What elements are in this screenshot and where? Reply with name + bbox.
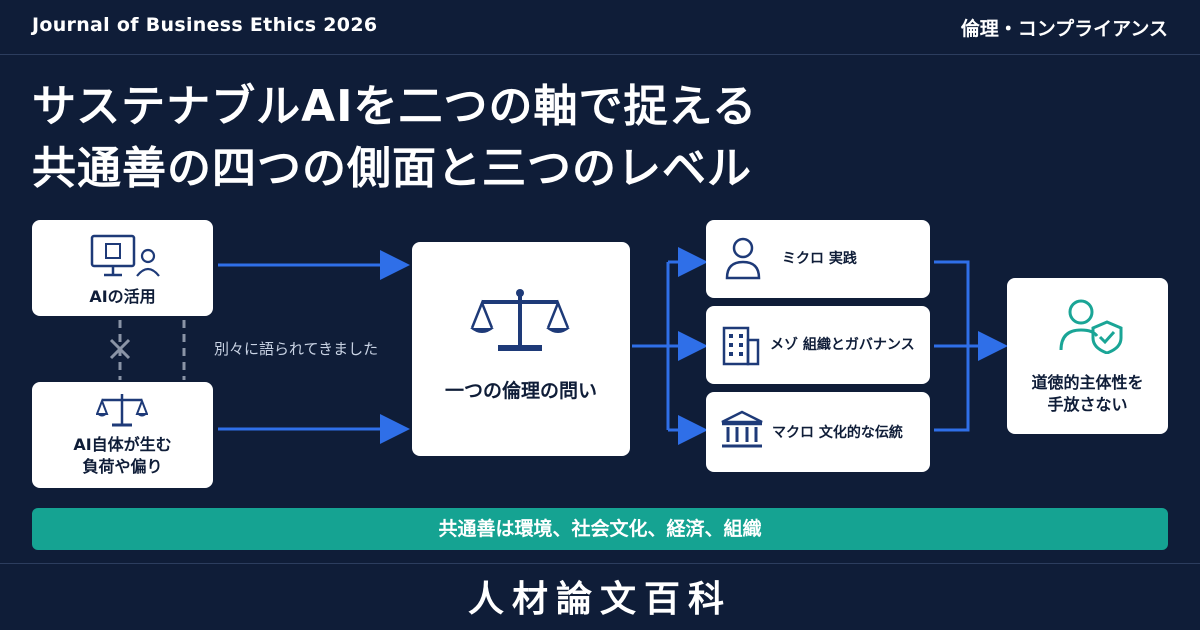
person-shield-icon [1059, 299, 1123, 354]
ai-burden-label-line-2: 負荷や偏り [82, 457, 163, 476]
level-macro-label: マクロ 文化的な伝統 [772, 425, 903, 441]
merge-connector [934, 260, 970, 432]
branch-connector [632, 262, 670, 430]
moral-agency-label: 道徳的主体性を 手放さない [1007, 372, 1168, 416]
site-name: 人材論文百科 [467, 579, 732, 620]
ai-burden-box: AI自体が生む 負荷や偏り [32, 382, 213, 488]
moral-agency-box: 道徳的主体性を 手放さない [1007, 278, 1168, 434]
level-micro-box: ミクロ 実践 [706, 220, 930, 298]
header-divider [0, 54, 1200, 55]
ethics-question-label: 一つの倫理の問い [444, 380, 597, 402]
level-macro-box: マクロ 文化的な伝統 [706, 392, 930, 472]
title-line-2: 共通善の四つの側面と三つのレベル [32, 143, 752, 194]
footer-divider [0, 563, 1200, 564]
level-meso-label: メゾ 組織とガバナンス [770, 337, 915, 353]
moral-agency-label-line-2: 手放さない [1047, 395, 1128, 414]
common-good-banner: 共通善は環境、社会文化、経済、組織 [32, 508, 1168, 550]
institution-icon [721, 410, 763, 448]
ai-usage-label: AIの活用 [89, 287, 156, 306]
ai-usage-box: AIの活用 [32, 220, 213, 316]
moral-agency-label-line-1: 道徳的主体性を [1031, 373, 1144, 392]
ai-burden-label-line-1: AI自体が生む [73, 435, 172, 454]
justice-scale-icon [470, 289, 570, 351]
ethics-question-box: 一つの倫理の問い [412, 242, 630, 456]
scale-icon [96, 394, 148, 427]
ai-burden-label: AI自体が生む 負荷や偏り [32, 434, 213, 478]
separation-note: 別々に語られてきました [214, 340, 379, 358]
level-micro-label: ミクロ 実践 [782, 251, 857, 267]
person-icon [725, 237, 761, 280]
page-title: サステナブルAIを二つの軸で捉える 共通善の四つの側面と三つのレベル [32, 76, 757, 200]
journal-name: Journal of Business Ethics 2026 [32, 14, 378, 36]
computer-user-icon [90, 234, 160, 277]
category-label: 倫理・コンプライアンス [960, 18, 1168, 40]
level-meso-box: メゾ 組織とガバナンス [706, 306, 930, 384]
title-line-1: サステナブルAIを二つの軸で捉える [32, 81, 758, 132]
building-icon [722, 326, 760, 366]
separation-x-icon [109, 338, 131, 360]
